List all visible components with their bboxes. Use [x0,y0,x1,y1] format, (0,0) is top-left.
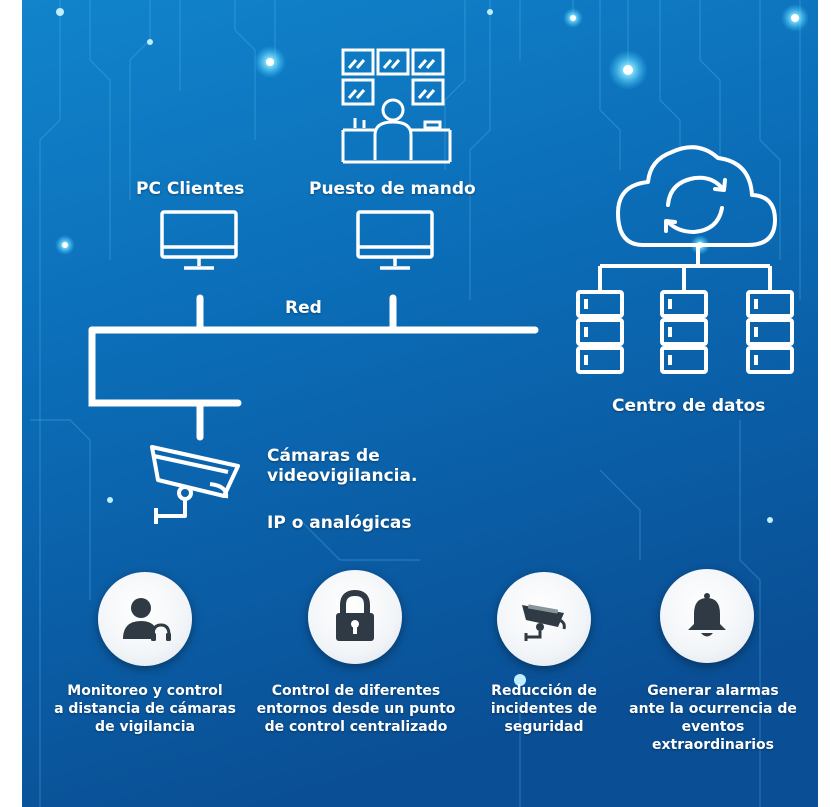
camaras-label-line1: Cámaras de [267,446,380,466]
bell-icon [688,593,726,637]
servers-icon [576,290,794,374]
feature-text-line: Reducción de [491,683,597,699]
feature-text-line: de vigilancia [95,719,195,735]
feature-text-line: ante la ocurrencia de [629,701,797,717]
feature-text-control: Control de diferentes entornos desde un … [254,682,458,736]
lock-icon [336,589,374,641]
feature-text-line: Generar alarmas [647,683,779,699]
feature-text-reduccion: Reducción de incidentes de seguridad [474,682,614,736]
red-label: Red [285,298,322,318]
feature-circle-monitoreo [98,572,192,666]
ip-analogicas-label: IP o analógicas [267,513,412,533]
feature-text-line: eventos [681,719,745,735]
feature-circle-alarmas [660,569,754,663]
control-room-icon [341,48,452,164]
feature-text-alarmas: Generar alarmas ante la ocurrencia de ev… [622,682,804,754]
pc-clientes-label: PC Clientes [136,179,245,199]
feature-text-line: incidentes de [490,701,598,717]
feature-text-monitoreo: Monitoreo y control a distancia de cámar… [52,682,238,736]
glow-dots [55,4,809,686]
feature-text-line: a distancia de cámaras [54,701,236,717]
left-drop [88,326,242,407]
feature-text-line: entornos desde un punto [256,701,456,717]
camaras-label-line2: videovigilancia. [267,466,418,486]
feature-circle-reduccion [497,572,591,666]
server-3 [746,290,794,374]
cctv-camera-icon [150,445,240,524]
network-lines [88,294,539,441]
server-2 [660,290,708,374]
feature-text-line: seguridad [504,719,584,735]
server-1 [576,290,624,374]
user-headset-icon [123,598,171,641]
feature-text-line: de control centralizado [264,719,448,735]
puesto-monitor-icon [356,210,434,270]
server-tree [598,245,772,292]
puesto-de-mando-label: Puesto de mando [309,179,476,199]
security-camera-icon [522,604,566,641]
cloud-sync-icon [616,145,777,247]
pc-clientes-monitor-icon [160,210,238,270]
feature-text-line: Monitoreo y control [67,683,223,699]
feature-text-line: Control de diferentes [271,683,441,699]
feature-circle-control [308,570,402,664]
centro-de-datos-label: Centro de datos [612,396,766,416]
feature-text-line: extraordinarios [652,737,774,753]
